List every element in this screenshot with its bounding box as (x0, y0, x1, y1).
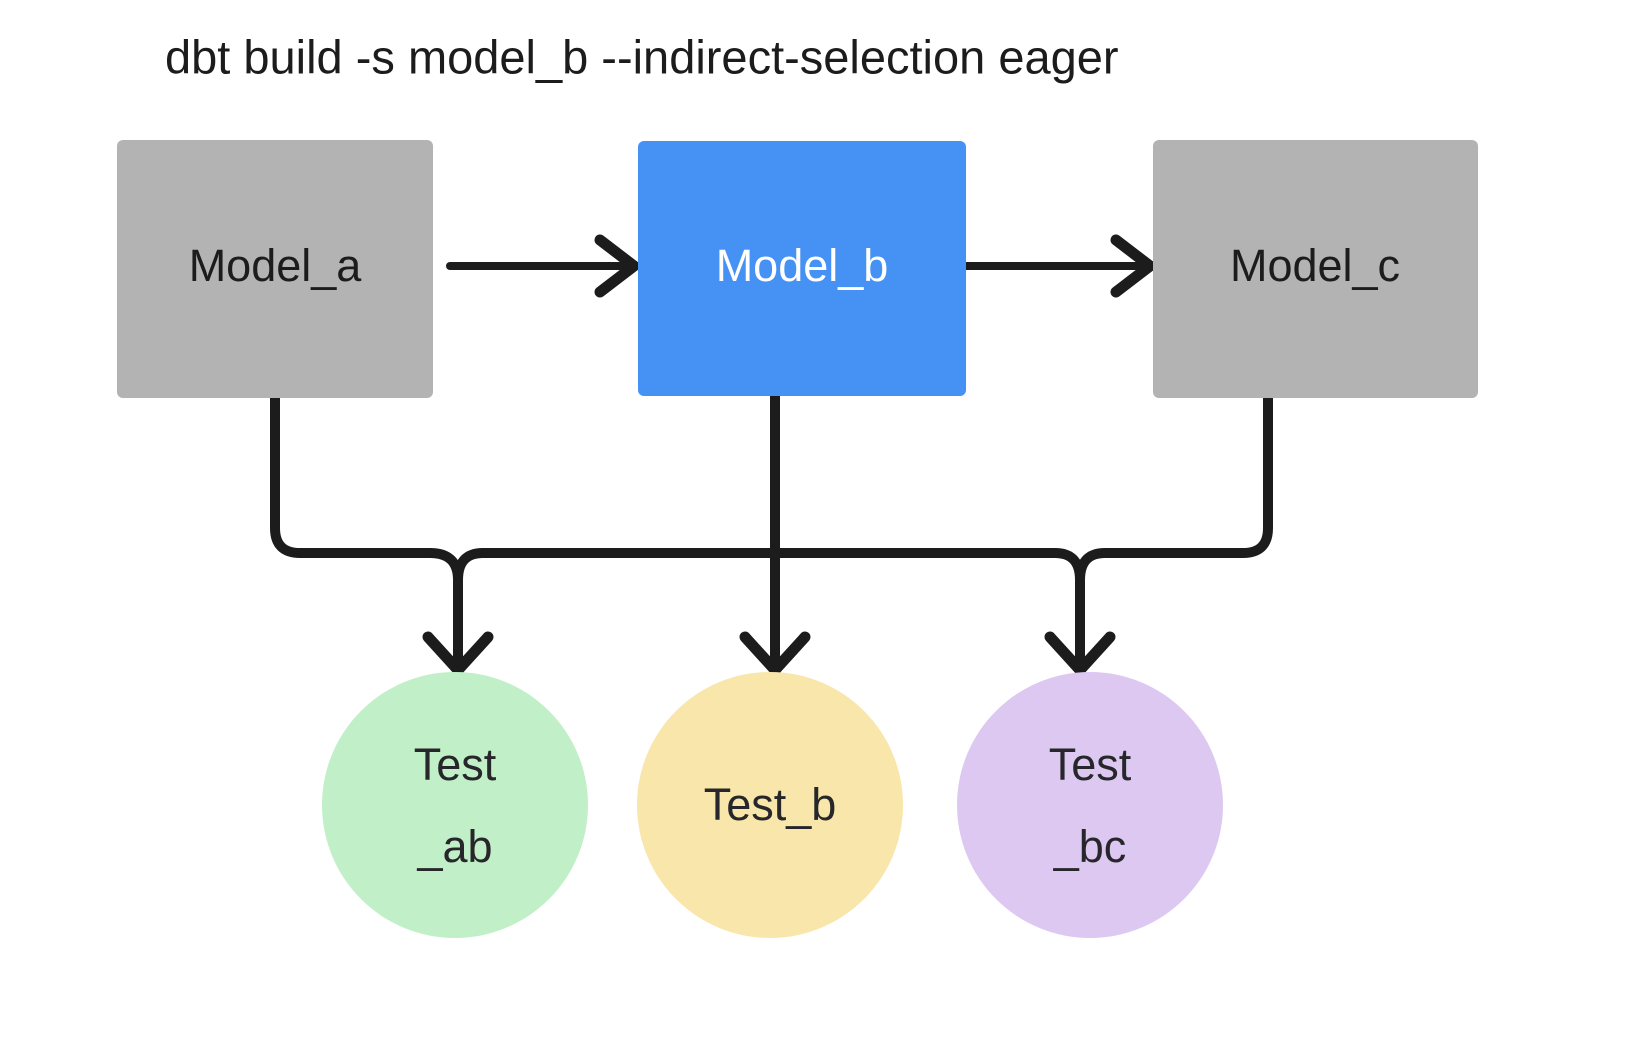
model-a-label: Model_a (189, 240, 363, 291)
edge-model-b-to-model-c (962, 234, 1156, 298)
edge-branch-merge (453, 548, 488, 585)
test-b-label-line1: Test_b (704, 779, 837, 830)
edges-layer (270, 234, 1273, 676)
test-bc-label-line2: _bc (1053, 821, 1127, 872)
model-nodes-layer: Model_a Model_b Model_c (117, 140, 1478, 398)
arrowhead-icon (1110, 234, 1156, 298)
node-model-a[interactable]: Model_a (117, 140, 433, 398)
node-model-b[interactable]: Model_b (638, 141, 966, 396)
arrowhead-icon (422, 631, 494, 676)
test-ab-label-line2: _ab (416, 821, 492, 872)
node-model-c[interactable]: Model_c (1153, 140, 1478, 398)
test-ab-label-line1: Test (414, 739, 497, 790)
edge-model-a-to-test-ab (270, 393, 435, 558)
model-c-label: Model_c (1230, 240, 1400, 291)
edge-model-a-to-model-b (446, 234, 640, 298)
node-test-b[interactable]: Test_b (637, 672, 903, 938)
edge-line (1075, 393, 1273, 585)
test-bc-label-line1: Test (1049, 739, 1132, 790)
arrowhead-icon (594, 234, 640, 298)
test-b-circle[interactable] (637, 672, 903, 938)
test-ab-circle[interactable] (322, 672, 588, 938)
node-test-bc[interactable]: Test _bc (957, 672, 1223, 938)
model-a-box[interactable] (117, 140, 433, 398)
edge-line (270, 393, 435, 558)
arrowhead-icon (739, 631, 811, 676)
diagram-title: dbt build -s model_b --indirect-selectio… (165, 30, 1119, 83)
edge-model-b-to-test-bc (770, 548, 1116, 676)
node-test-ab[interactable]: Test _ab (322, 672, 588, 938)
model-b-label: Model_b (716, 240, 889, 291)
test-bc-circle[interactable] (957, 672, 1223, 938)
model-b-box[interactable] (638, 141, 966, 396)
edge-model-c-to-test-bc (1075, 393, 1273, 585)
model-c-box[interactable] (1153, 140, 1478, 398)
arrowhead-icon (1044, 631, 1116, 676)
edge-model-b-to-test-b (739, 391, 811, 676)
test-nodes-layer: Test _ab Test_b Test _bc (322, 672, 1223, 938)
edge-model-b-to-test-ab (422, 548, 780, 676)
